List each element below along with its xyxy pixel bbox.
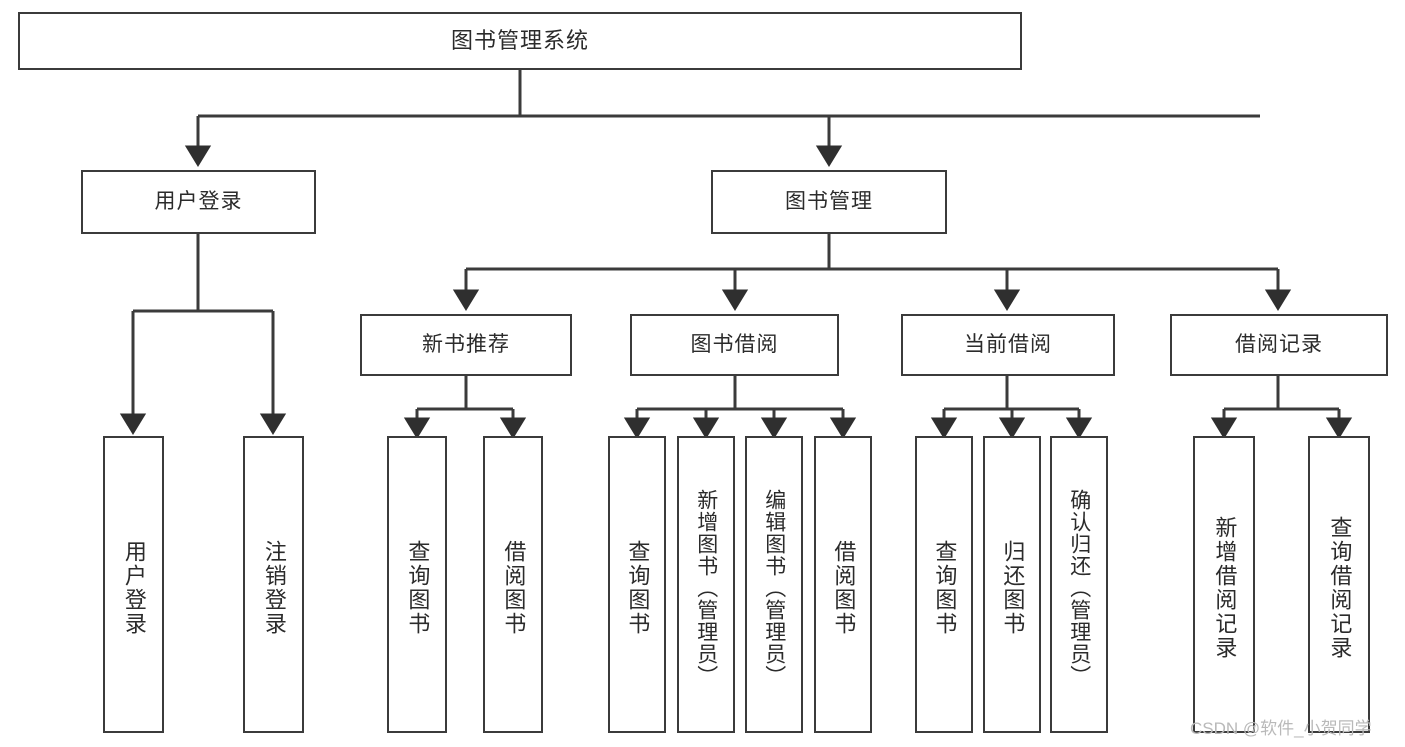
node-book-borrow[interactable]: 图书借阅 (630, 314, 839, 376)
leaf-borrow-record-query[interactable]: 查询借阅记录 (1308, 436, 1370, 733)
leaf-label: 查询借阅记录 (1327, 515, 1353, 660)
node-borrow-record[interactable]: 借阅记录 (1170, 314, 1388, 376)
leaf-new-book-borrow[interactable]: 借阅图书 (483, 436, 543, 733)
node-user-login-label: 用户登录 (154, 190, 243, 214)
node-book-borrow-label: 图书借阅 (690, 333, 779, 357)
leaf-book-borrow-add[interactable]: 新增图书（管理员） (677, 436, 735, 733)
leaf-user-login-signout[interactable]: 注销登录 (243, 436, 304, 733)
leaf-label: 新增借阅记录 (1212, 515, 1238, 660)
leaf-current-borrow-query[interactable]: 查询图书 (915, 436, 973, 733)
leaf-label: 归还图书 (1000, 539, 1026, 636)
leaf-label: 借阅图书 (831, 539, 857, 636)
node-new-book-recommend[interactable]: 新书推荐 (360, 314, 572, 376)
leaf-label: 注销登录 (261, 539, 287, 636)
node-current-borrow[interactable]: 当前借阅 (901, 314, 1115, 376)
leaf-borrow-record-add[interactable]: 新增借阅记录 (1193, 436, 1255, 733)
leaf-label: 确认归还（管理员） (1067, 488, 1091, 687)
leaf-label: 借阅图书 (501, 539, 527, 636)
node-book-management-label: 图书管理 (785, 190, 873, 214)
leaf-label: 查询图书 (405, 539, 431, 636)
leaf-label: 查询图书 (932, 539, 958, 636)
leaf-current-borrow-confirm[interactable]: 确认归还（管理员） (1050, 436, 1108, 733)
node-user-login[interactable]: 用户登录 (81, 170, 316, 234)
node-root[interactable]: 图书管理系统 (18, 12, 1022, 70)
node-new-book-recommend-label: 新书推荐 (422, 333, 510, 357)
node-book-management[interactable]: 图书管理 (711, 170, 947, 234)
leaf-label: 编辑图书（管理员） (762, 488, 786, 687)
node-borrow-record-label: 借阅记录 (1235, 333, 1323, 357)
node-current-borrow-label: 当前借阅 (964, 333, 1052, 357)
leaf-book-borrow-edit[interactable]: 编辑图书（管理员） (745, 436, 803, 733)
leaf-user-login-signin[interactable]: 用户登录 (103, 436, 164, 733)
leaf-label: 用户登录 (121, 539, 147, 636)
leaf-new-book-query[interactable]: 查询图书 (387, 436, 447, 733)
leaf-label: 查询图书 (625, 539, 651, 636)
leaf-book-borrow-query[interactable]: 查询图书 (608, 436, 666, 733)
node-root-label: 图书管理系统 (450, 27, 589, 53)
leaf-current-borrow-return[interactable]: 归还图书 (983, 436, 1041, 733)
leaf-label: 新增图书（管理员） (694, 488, 718, 687)
leaf-book-borrow-lend[interactable]: 借阅图书 (814, 436, 872, 733)
